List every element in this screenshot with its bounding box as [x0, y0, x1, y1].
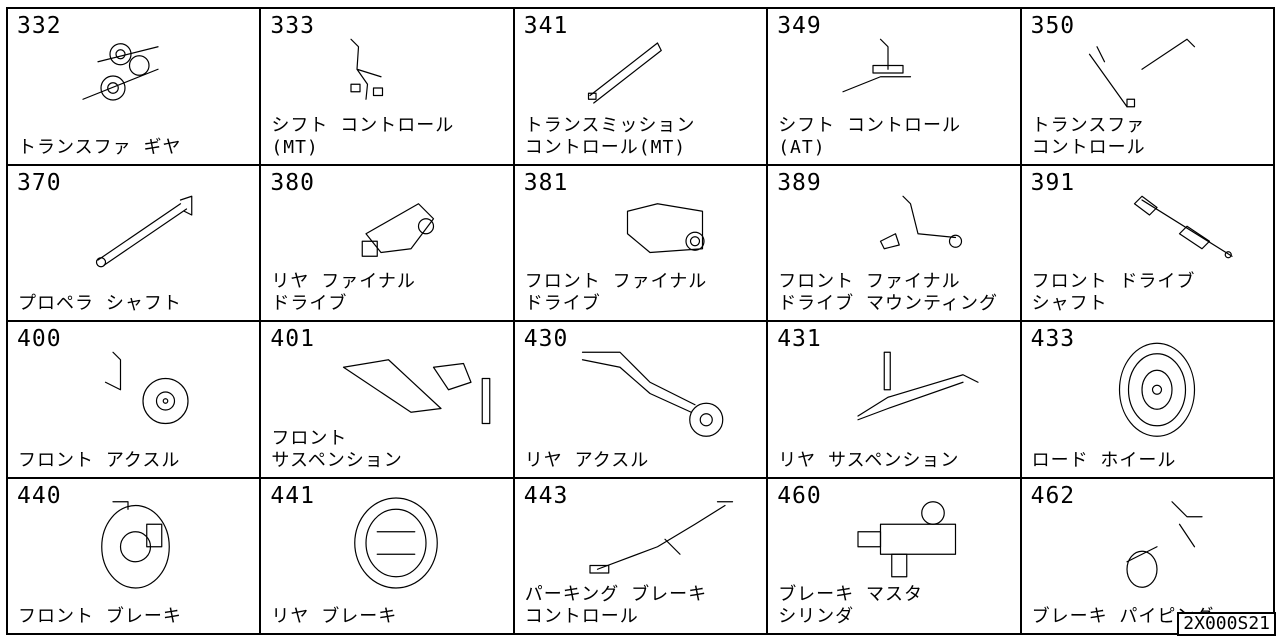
part-cell-431[interactable]: 431 リヤ サスペンション	[768, 322, 1022, 479]
part-label: ブレーキ マスタ シリンダ	[778, 584, 924, 627]
part-label: プロペラ シャフト	[18, 293, 182, 314]
propeller-shaft-icon	[95, 195, 193, 267]
control-rod-icon	[587, 42, 662, 104]
part-number: 462	[1030, 482, 1076, 509]
part-label: フロント ブレーキ	[18, 606, 182, 627]
part-label: トランスファ コントロール	[1031, 114, 1146, 158]
wheel-icon	[1118, 342, 1195, 437]
part-cell-400[interactable]: 400 フロント アクスル	[8, 322, 262, 479]
part-cell-350[interactable]: 350 トランスファ コントロール	[1021, 9, 1275, 166]
part-cell-433[interactable]: 433 ロード ホイール	[1021, 322, 1275, 479]
part-number: 333	[270, 13, 315, 39]
part-label: トランスミッション コントロール(MT)	[524, 114, 696, 158]
master-cylinder-icon	[857, 500, 957, 577]
part-cell-332[interactable]: 332 トランスファ ギヤ	[8, 9, 262, 166]
part-number: 400	[17, 326, 62, 352]
part-label: フロント アクスル	[18, 449, 181, 471]
part-label: リヤ アクスル	[524, 449, 650, 471]
part-label: シフト コントロール (AT)	[778, 114, 962, 158]
part-label: フロント サスペンション	[271, 427, 403, 471]
part-label: シフト コントロール (MT)	[271, 114, 455, 158]
part-cell-430[interactable]: 430 リヤ アクスル	[514, 322, 769, 479]
part-number: 341	[523, 13, 569, 39]
part-cell-370[interactable]: 370 プロペラ シャフト	[8, 165, 262, 322]
part-label: フロント ファイナル ドライブ	[524, 271, 708, 314]
part-cell-380[interactable]: 380 リヤ ファイナル ドライブ	[261, 165, 515, 322]
part-label: ロード ホイール	[1031, 449, 1177, 471]
at-shift-icon	[842, 38, 912, 93]
part-number: 460	[777, 482, 822, 509]
part-cell-460[interactable]: 460 ブレーキ マスタ シリンダ	[768, 478, 1022, 635]
brake-piping-icon	[1125, 500, 1203, 588]
part-cell-391[interactable]: 391 フロント ドライブ シャフト	[1021, 165, 1275, 322]
parking-brake-icon	[589, 500, 733, 574]
part-number: 350	[1030, 13, 1076, 39]
part-number: 381	[523, 169, 569, 196]
part-number: 380	[270, 169, 315, 196]
part-number: 440	[17, 482, 62, 509]
part-label: フロント ドライブ シャフト	[1031, 271, 1196, 314]
part-label: パーキング ブレーキ コントロール	[524, 584, 708, 627]
part-cell-341[interactable]: 341 トランスミッション コントロール(MT)	[514, 9, 769, 166]
part-cell-441[interactable]: 441 リヤ ブレーキ	[261, 478, 515, 635]
part-number: 443	[523, 482, 569, 509]
drive-shaft-icon	[1133, 195, 1233, 258]
part-number: 401	[270, 326, 315, 352]
part-number: 391	[1030, 169, 1076, 196]
parts-index-grid: 332 トランスファ ギヤ 333 シフト コントロール (MT) 341 トランスミッシ…	[6, 7, 1275, 635]
part-number: 349	[777, 13, 822, 39]
part-cell-389[interactable]: 389 フロント ファイナル ドライブ マウンティング	[768, 165, 1022, 322]
brake-disc-icon	[101, 500, 170, 589]
leaf-spring-icon	[857, 351, 979, 421]
part-label: フロント ファイナル ドライブ マウンティング	[778, 271, 998, 314]
part-number: 433	[1030, 326, 1076, 352]
front-axle-icon	[104, 351, 189, 425]
part-cell-443[interactable]: 443 パーキング ブレーキ コントロール	[514, 478, 769, 635]
part-cell-381[interactable]: 381 フロント ファイナル ドライブ	[514, 165, 769, 322]
part-number: 332	[17, 13, 62, 39]
part-cell-401[interactable]: 401 フロント サスペンション	[261, 322, 515, 479]
part-number: 430	[523, 326, 569, 352]
part-label: リヤ ブレーキ	[271, 606, 398, 627]
rear-final-drive-icon	[362, 202, 435, 257]
part-cell-333[interactable]: 333 シフト コントロール (MT)	[261, 9, 515, 166]
part-number: 441	[270, 482, 315, 509]
rear-axle-icon	[581, 351, 724, 437]
part-cell-349[interactable]: 349 シフト コントロール (AT)	[768, 9, 1022, 166]
mounting-icon	[880, 195, 963, 249]
shift-lever-icon	[350, 38, 384, 100]
transfer-gear-icon	[82, 43, 159, 101]
part-label: トランスファ ギヤ	[18, 136, 182, 158]
drum-brake-icon	[354, 496, 439, 589]
transfer-control-icon	[1088, 38, 1195, 108]
part-label: リヤ ファイナル ドライブ	[271, 271, 416, 314]
part-number: 370	[17, 169, 62, 196]
front-suspension-icon	[343, 359, 491, 425]
part-cell-440[interactable]: 440 フロント ブレーキ	[8, 478, 262, 635]
diagram-code: 2X000S21	[1177, 612, 1276, 636]
part-number: 431	[777, 326, 822, 352]
part-label: リヤ サスペンション	[778, 449, 960, 471]
front-final-drive-icon	[626, 202, 705, 253]
part-number: 389	[777, 169, 822, 196]
